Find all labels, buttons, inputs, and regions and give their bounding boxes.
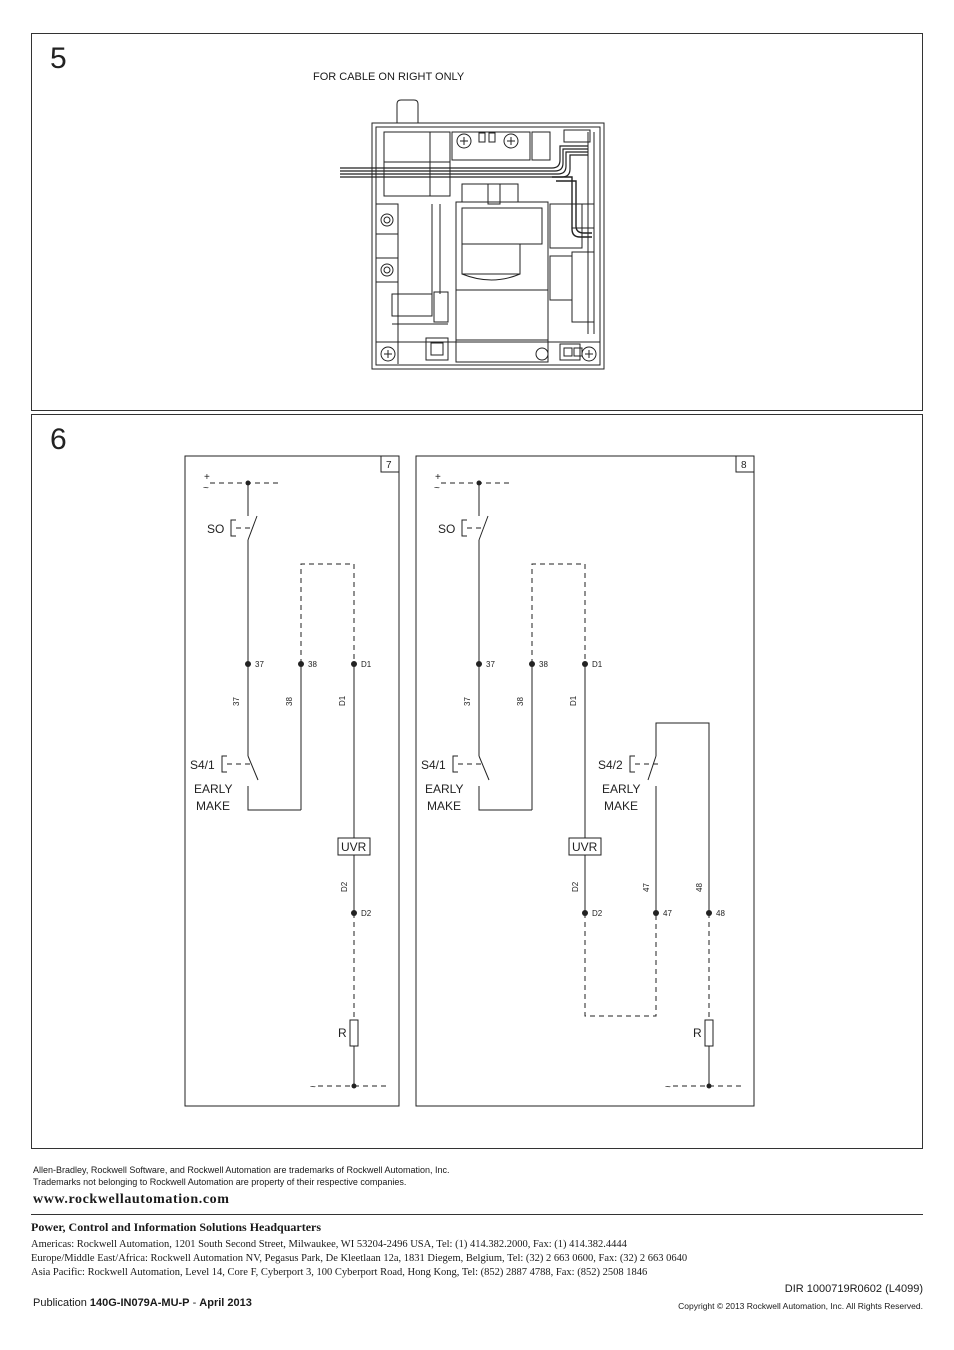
breaker-drawing bbox=[340, 99, 605, 370]
diagram-8-terminal-37: 37 bbox=[486, 660, 495, 669]
diagram-8-switch2-make: MAKE bbox=[604, 799, 638, 813]
diagram-7-tilde-top: ~ bbox=[203, 483, 209, 494]
diagram-7-box-label: 7 bbox=[386, 460, 392, 471]
diagram-8-wire-d1: D1 bbox=[569, 695, 578, 706]
diagram-7-wire-37: 37 bbox=[232, 697, 241, 706]
address-americas: Americas: Rockwell Automation, 1201 Sout… bbox=[31, 1239, 627, 1250]
diagram-8-terminal-48: 48 bbox=[716, 909, 725, 918]
diagram-7-make: MAKE bbox=[196, 799, 230, 813]
figure-5-number: 5 bbox=[50, 42, 67, 75]
diagram-8-terminal-d1: D1 bbox=[592, 660, 603, 669]
diagram-8-wire-d2: D2 bbox=[571, 881, 580, 892]
publication-date: April 2013 bbox=[199, 1297, 252, 1309]
diagram-7-terminal-d1: D1 bbox=[361, 660, 372, 669]
diagram-8-wire-47: 47 bbox=[642, 883, 651, 892]
diagram-7-wire-d1: D1 bbox=[338, 695, 347, 706]
diagram-8: 8 + ~ SO 37 38 D1 37 38 D1 S4/1 bbox=[415, 455, 755, 1107]
diagram-8-wire-48: 48 bbox=[695, 883, 704, 892]
footer-divider bbox=[31, 1214, 923, 1215]
figure-6-panel: 6 bbox=[31, 414, 923, 1149]
diagram-7-terminal-37: 37 bbox=[255, 660, 264, 669]
trademark-line-1: Allen-Bradley, Rockwell Software, and Ro… bbox=[33, 1165, 450, 1175]
diagram-7-terminal-38: 38 bbox=[308, 660, 317, 669]
diagram-7-uvr: UVR bbox=[341, 840, 367, 854]
figure-5-caption: FOR CABLE ON RIGHT ONLY bbox=[313, 71, 465, 83]
diagram-8-wire-38: 38 bbox=[516, 697, 525, 706]
diagram-7-switch-label: S4/1 bbox=[190, 758, 215, 772]
diagram-7-plus: + bbox=[204, 472, 210, 483]
website-link[interactable]: www.rockwellautomation.com bbox=[33, 1192, 230, 1207]
diagram-8-switch1-early: EARLY bbox=[425, 782, 463, 796]
diagram-7: 7 + ~ SO 37 38 D1 37 38 D1 S4/1 bbox=[184, 455, 400, 1107]
diagram-7-early: EARLY bbox=[194, 782, 232, 796]
diagram-8-uvr: UVR bbox=[572, 840, 598, 854]
diagram-8-tilde-bottom: ~ bbox=[665, 1082, 671, 1093]
diagram-7-tilde-bottom: ~ bbox=[310, 1082, 316, 1093]
address-asia: Asia Pacific: Rockwell Automation, Level… bbox=[31, 1267, 648, 1278]
diagram-7-terminal-d2: D2 bbox=[361, 909, 372, 918]
trademark-line-2: Trademarks not belonging to Rockwell Aut… bbox=[33, 1177, 407, 1187]
figure-5-panel: 5 FOR CABLE ON RIGHT ONLY bbox=[31, 33, 923, 411]
publication-line: Publication 140G-IN079A-MU-P - April 201… bbox=[33, 1297, 252, 1309]
diagram-8-switch1-make: MAKE bbox=[427, 799, 461, 813]
diagram-7-so-label: SO bbox=[207, 522, 224, 536]
diagram-8-box-label: 8 bbox=[741, 460, 747, 471]
publication-number: 140G-IN079A-MU-P bbox=[89, 1297, 190, 1309]
figure-6-number: 6 bbox=[50, 423, 67, 456]
diagram-8-terminal-47: 47 bbox=[663, 909, 672, 918]
diagram-8-tilde-top: ~ bbox=[434, 483, 440, 494]
address-europe: Europe/Middle East/Africa: Rockwell Auto… bbox=[31, 1253, 688, 1264]
diagram-8-so-label: SO bbox=[438, 522, 455, 536]
diagram-8-terminal-38: 38 bbox=[539, 660, 548, 669]
diagram-8-switch2-label: S4/2 bbox=[598, 758, 623, 772]
copyright: Copyright © 2013 Rockwell Automation, In… bbox=[678, 1301, 923, 1311]
publication-prefix: Publication bbox=[33, 1297, 90, 1309]
diagram-8-switch1-label: S4/1 bbox=[421, 758, 446, 772]
diagram-7-wire-38: 38 bbox=[285, 697, 294, 706]
diagram-7-wire-d2: D2 bbox=[340, 881, 349, 892]
diagram-8-switch2-early: EARLY bbox=[602, 782, 640, 796]
diagram-7-resistor: R bbox=[338, 1026, 347, 1040]
publication-sep: - bbox=[189, 1297, 200, 1309]
diagram-8-resistor: R bbox=[693, 1026, 702, 1040]
diagram-8-wire-37: 37 bbox=[463, 697, 472, 706]
dir-number: DIR 1000719R0602 (L4099) bbox=[784, 1283, 923, 1295]
diagram-8-plus: + bbox=[435, 472, 441, 483]
hq-title: Power, Control and Information Solutions… bbox=[31, 1220, 322, 1234]
diagram-8-terminal-d2: D2 bbox=[592, 909, 603, 918]
